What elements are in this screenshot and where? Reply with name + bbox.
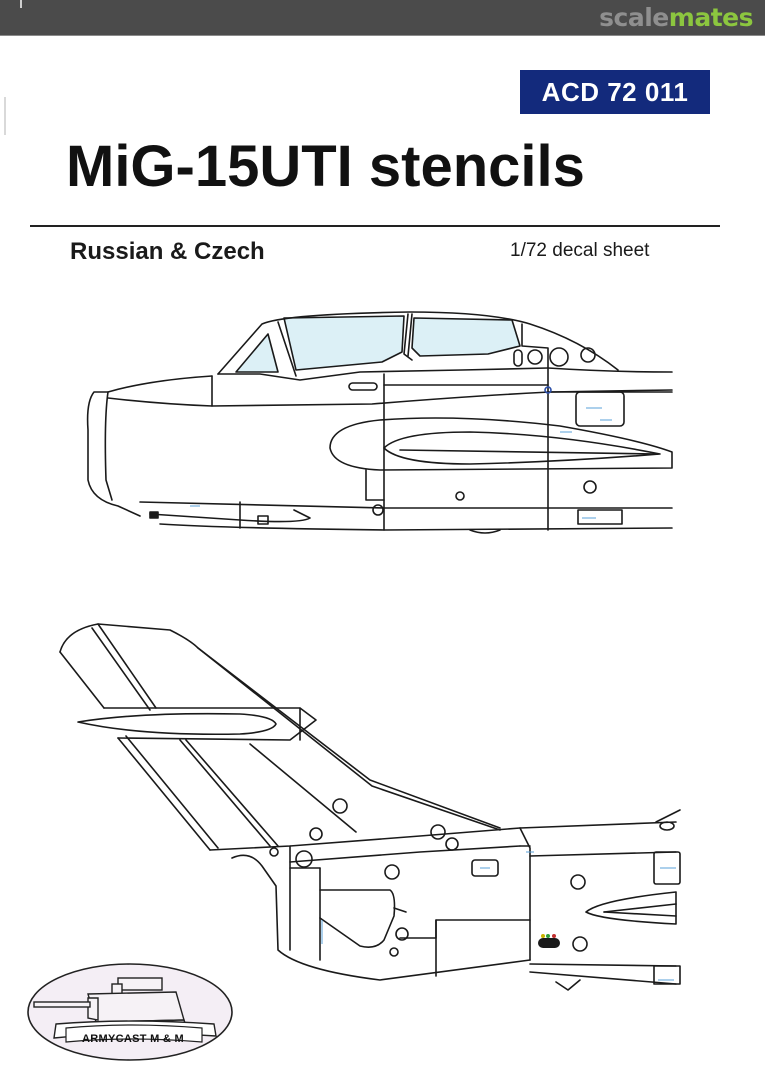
- armycast-logo-text: ARMYCAST M & M: [82, 1033, 184, 1045]
- subtitle: Russian & Czech: [70, 238, 265, 265]
- brand-scale: scale: [599, 3, 669, 32]
- scalemates-logo[interactable]: scalemates: [599, 3, 753, 33]
- scan-margin-mark: [4, 97, 6, 135]
- header-tick-mark: [20, 0, 22, 8]
- brand-mates: mates: [668, 3, 754, 32]
- title-divider: [30, 225, 720, 227]
- page-title: MiG-15UTI stencils: [66, 134, 585, 199]
- armycast-logo: [27, 963, 233, 1061]
- site-header-bar: scalemates: [0, 0, 765, 36]
- scale-label: 1/72 decal sheet: [510, 240, 650, 261]
- product-code-badge: ACD 72 011: [520, 70, 710, 114]
